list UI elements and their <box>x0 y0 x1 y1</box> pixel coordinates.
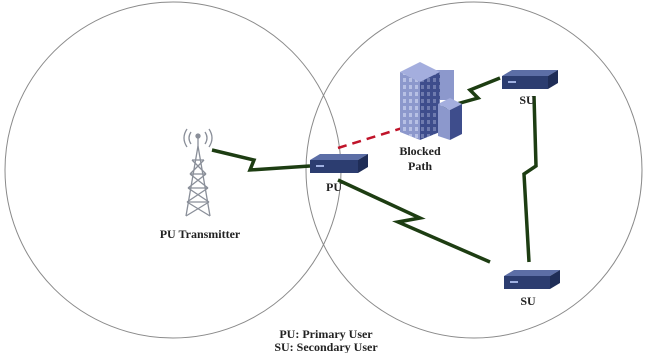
secondary-coverage-circle <box>305 1 643 339</box>
primary-user-device-icon <box>310 154 368 173</box>
legend-primary: PU: Primary User <box>279 327 373 341</box>
transmitter-label: PU Transmitter <box>160 227 241 241</box>
primary-user-label: PU <box>326 180 342 194</box>
legend-secondary: SU: Secondary User <box>274 340 378 353</box>
blocked-path-label-line2: Path <box>408 159 432 173</box>
secondary-user-top-device-icon <box>502 70 558 89</box>
radio-tower-icon <box>183 128 213 217</box>
su-to-su-link <box>522 95 538 263</box>
office-building-icon <box>400 62 462 140</box>
blocked-path-label-line1: Blocked <box>399 144 441 158</box>
pu-to-bottom-su-link <box>337 178 491 264</box>
blocked-path-line <box>337 110 455 150</box>
secondary-user-bottom-device-icon <box>504 270 560 289</box>
secondary-user-bottom-label: SU <box>520 294 536 308</box>
secondary-user-top-label: SU <box>519 93 535 107</box>
primary-coverage-circle <box>4 1 342 339</box>
transmitter-to-pu-link <box>211 148 311 172</box>
